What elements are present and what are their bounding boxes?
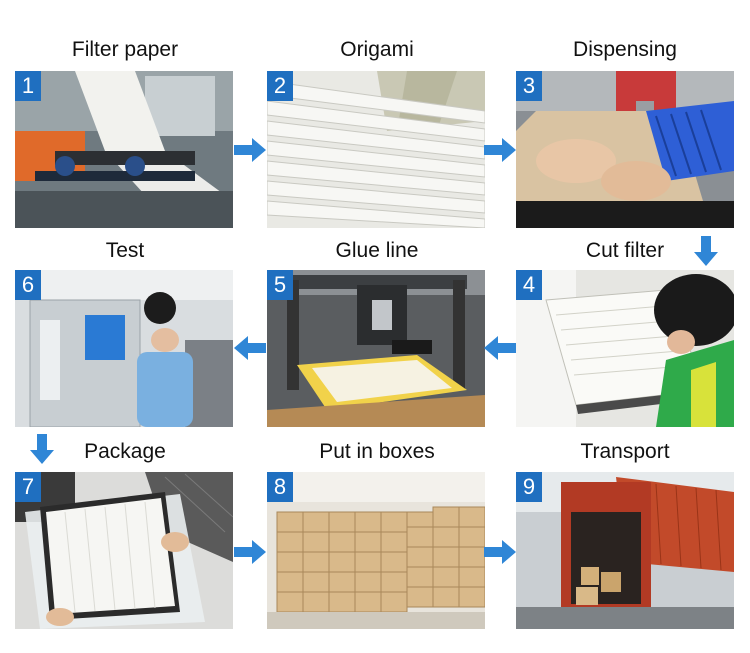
arrow-left-icon (234, 336, 266, 360)
step-8-badge: 8 (267, 472, 293, 502)
package-photo: 7 (15, 472, 233, 629)
put-in-boxes-photo: 8 (267, 472, 485, 629)
arrow-right-icon (484, 138, 516, 162)
step-5-title: Glue line (335, 239, 419, 262)
step-2-title: Origami (340, 38, 414, 61)
arrow-right-icon (484, 540, 516, 564)
step-3-title: Dispensing (573, 38, 677, 61)
arrow-left-icon (484, 336, 516, 360)
arrow-right-icon (234, 540, 266, 564)
arrow-down-icon (30, 434, 54, 464)
step-9-title: Transport (580, 440, 670, 463)
step-4-title: Cut filter (585, 239, 665, 262)
transport-photo: 9 (516, 472, 734, 629)
dispensing-photo: 3 (516, 71, 734, 228)
arrow-right-icon (234, 138, 266, 162)
step-7-title: Package (84, 440, 166, 463)
test-photo: 6 (15, 270, 233, 427)
origami-pleated-paper-photo: 2 (267, 71, 485, 228)
step-4-badge: 4 (516, 270, 542, 300)
arrow-down-icon (694, 236, 718, 266)
cut-filter-photo: 4 (516, 270, 734, 427)
step-2-badge: 2 (267, 71, 293, 101)
step-1-badge: 1 (15, 71, 41, 101)
step-9-badge: 9 (516, 472, 542, 502)
filter-paper-machine-photo: 1 (15, 71, 233, 228)
step-7-badge: 7 (15, 472, 41, 502)
step-5-badge: 5 (267, 270, 293, 300)
glue-line-photo: 5 (267, 270, 485, 427)
step-6-title: Test (105, 239, 145, 262)
step-3-badge: 3 (516, 71, 542, 101)
step-6-badge: 6 (15, 270, 41, 300)
step-8-title: Put in boxes (319, 440, 435, 463)
step-1-title: Filter paper (71, 38, 179, 61)
